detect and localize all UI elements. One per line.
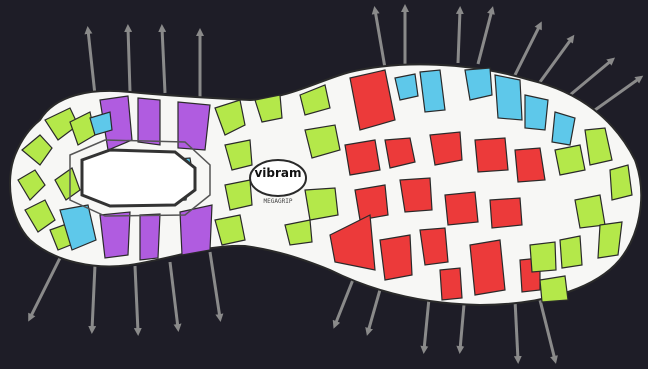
traction-arrow (569, 57, 616, 97)
traction-arrow (133, 265, 142, 336)
traction-arrow (513, 21, 542, 76)
traction-arrow (168, 261, 182, 332)
green-zone-lug (54, 167, 81, 201)
purple-zone-lug (99, 211, 131, 259)
red-zone-lug (444, 191, 479, 226)
red-zone-lug (419, 227, 449, 266)
green-zone-lug (559, 235, 583, 269)
purple-zone-lug (139, 213, 161, 261)
logo-subtext: MEGAGRIP (264, 198, 293, 205)
green-zone-lug (254, 94, 283, 123)
traction-arrow (538, 299, 558, 364)
traction-arrow (513, 299, 522, 364)
red-zone-lug (469, 239, 506, 296)
green-zone-lug (529, 241, 557, 273)
blue-zone-lug (524, 94, 549, 131)
red-zone-lug (329, 214, 376, 271)
blue-zone-lug (494, 74, 523, 121)
blue-zone-lug (464, 67, 493, 101)
red-zone-lug (344, 139, 381, 176)
red-zone-lug (354, 184, 389, 221)
traction-arrow (455, 6, 464, 64)
traction-arrow (538, 34, 575, 83)
traction-arrow (594, 75, 644, 112)
red-zone-lug (379, 234, 413, 281)
traction-arrow (208, 251, 224, 322)
green-zone-lug (224, 179, 253, 211)
purple-zone-lug (179, 204, 213, 256)
red-zone-lug (384, 137, 416, 169)
green-zone-lug (24, 199, 56, 233)
blue-zone-lug (89, 111, 113, 136)
green-zone-lug (299, 84, 331, 116)
lug-pattern (17, 67, 633, 303)
blue-zone-lug (551, 111, 576, 146)
red-zone-lug (349, 69, 396, 131)
red-zone-lug (514, 147, 546, 183)
traction-arrow (476, 6, 495, 65)
green-zone-lug (17, 169, 46, 201)
green-zone-lug (554, 144, 586, 176)
green-zone-lug (584, 127, 613, 166)
heel-plate (80, 148, 197, 208)
vibram-logo: vibram MEGAGRIP (249, 159, 307, 205)
green-zone-lug (574, 194, 606, 229)
green-zone-lug (304, 124, 341, 159)
green-zone-lug (609, 164, 633, 201)
green-zone-lug (539, 275, 569, 303)
green-zone-lug (304, 187, 339, 221)
red-zone-lug (429, 131, 463, 166)
green-zone-lug (597, 221, 623, 259)
green-zone-lug (214, 99, 246, 136)
red-zone-lug (439, 267, 463, 301)
green-zone-lug (284, 219, 313, 246)
green-zone-lug (21, 134, 53, 166)
traction-arrows (28, 4, 644, 364)
heel-plate-inner (69, 139, 211, 217)
traction-arrow (158, 24, 167, 94)
red-zone-lug (474, 137, 509, 173)
traction-arrow (88, 264, 97, 334)
red-zone-lug (489, 197, 523, 229)
green-zone-lug (214, 214, 246, 246)
red-zone-lug (399, 177, 433, 213)
logo-brand: vibram (254, 166, 301, 180)
traction-arrow (124, 24, 133, 93)
purple-zone-lug (137, 97, 161, 146)
green-zone-lug (224, 139, 253, 171)
blue-zone-lug (59, 204, 97, 251)
traction-arrow (371, 6, 387, 69)
blue-zone-lug (419, 69, 446, 113)
traction-arrow (84, 26, 97, 96)
blue-zone-lug (394, 73, 419, 101)
purple-zone-lug (177, 101, 211, 151)
traction-arrow (28, 257, 62, 322)
